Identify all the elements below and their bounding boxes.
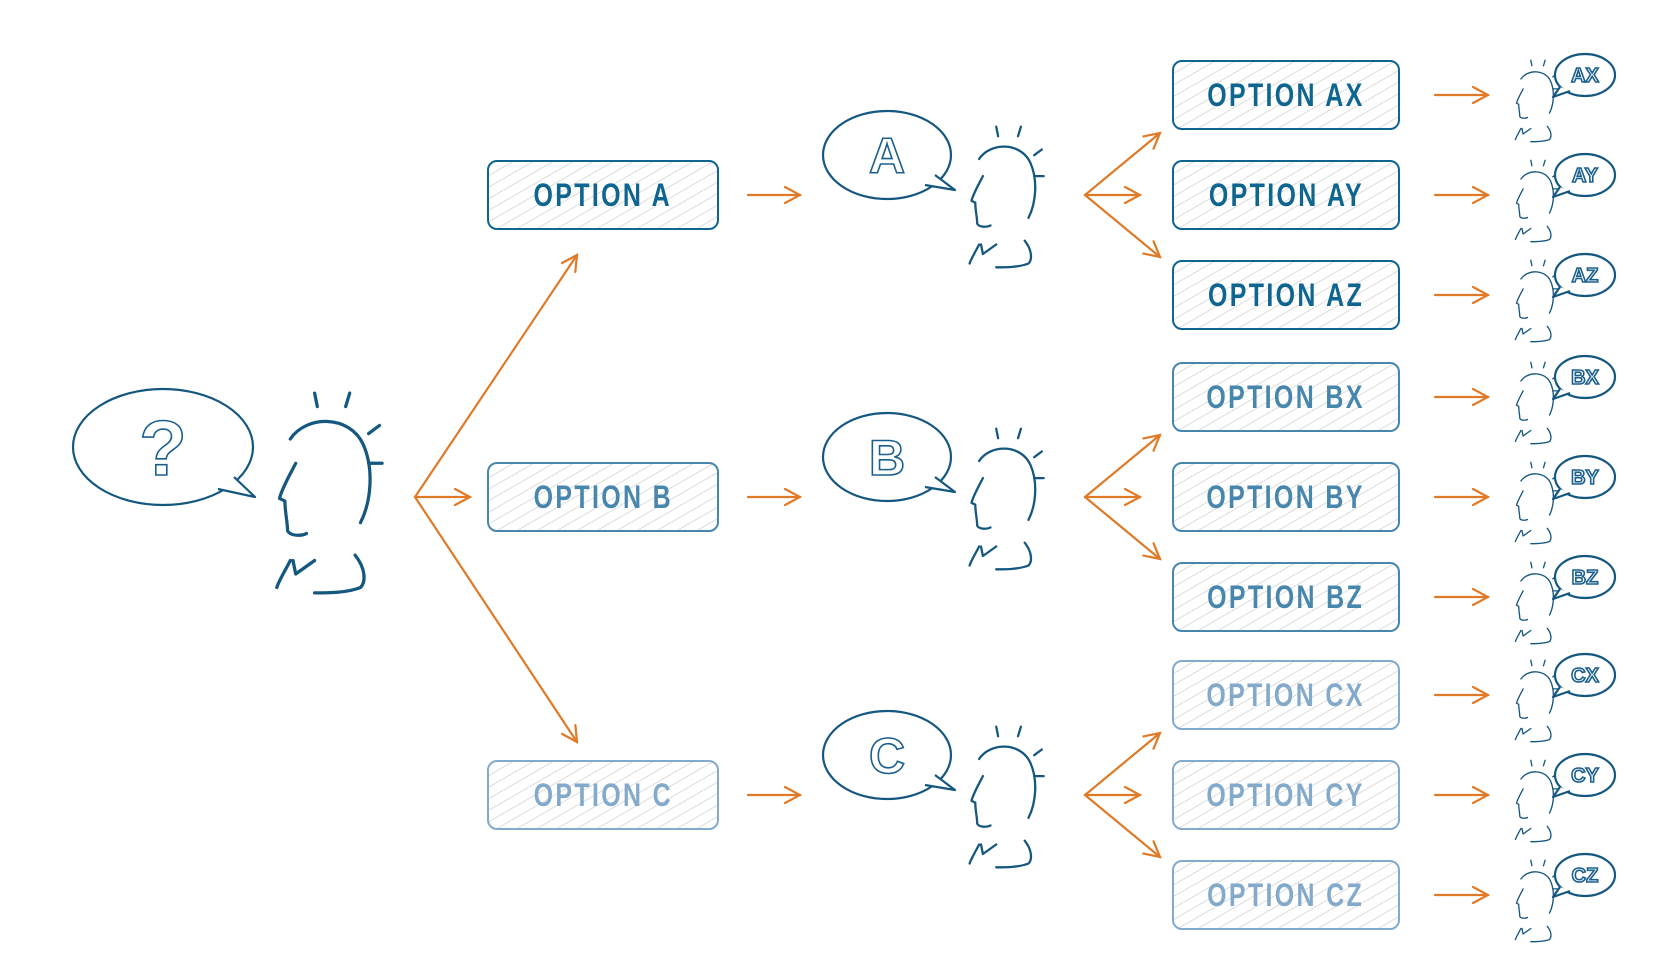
option-cy-box[interactable]: OPTION CY <box>1172 760 1400 830</box>
arrow-root-to-option-a <box>413 255 577 499</box>
option-label: OPTION AX <box>1207 76 1365 113</box>
option-by-box[interactable]: OPTION BY <box>1172 462 1400 532</box>
person-thinking-a-icon <box>968 125 1045 269</box>
person-thinking-cy-icon <box>1514 759 1559 843</box>
option-c-box[interactable]: OPTION C <box>487 760 719 830</box>
option-label: OPTION AY <box>1208 176 1364 213</box>
option-label: OPTION BZ <box>1207 578 1365 615</box>
option-label: OPTION AZ <box>1207 276 1365 313</box>
bubble-label: AZ <box>1572 265 1599 287</box>
person-thinking-by-icon <box>1514 461 1559 545</box>
speech-bubble-bx: BX <box>1551 354 1617 401</box>
speech-bubble-az: AZ <box>1551 252 1617 299</box>
bubble-label: BX <box>1571 367 1599 389</box>
root-person-thinking-icon <box>275 391 384 595</box>
bubble-label: ? <box>139 404 187 492</box>
option-label: OPTION CX <box>1206 676 1366 713</box>
option-cz-box[interactable]: OPTION CZ <box>1172 860 1400 930</box>
person-thinking-cz-icon <box>1514 859 1559 943</box>
bubble-label: CY <box>1571 765 1599 787</box>
bubble-label: AX <box>1571 65 1599 87</box>
person-thinking-cx-icon <box>1514 659 1559 743</box>
option-label: OPTION CY <box>1206 776 1366 813</box>
arrow-root-to-option-c <box>413 495 577 742</box>
person-thinking-bx-icon <box>1514 361 1559 445</box>
person-thinking-az-icon <box>1514 259 1559 343</box>
person-thinking-ay-icon <box>1514 159 1559 243</box>
speech-bubble-c: C <box>821 709 957 801</box>
bubble-label: C <box>869 728 905 784</box>
root-speech-bubble: ? <box>71 387 257 507</box>
arrow-c-to-cz <box>1083 793 1160 857</box>
speech-bubble-ay: AY <box>1551 152 1617 199</box>
speech-bubble-cy: CY <box>1551 752 1617 799</box>
arrow-a-to-ax <box>1083 133 1160 197</box>
option-label: OPTION A <box>533 176 673 213</box>
option-az-box[interactable]: OPTION AZ <box>1172 260 1400 330</box>
arrow-b-to-bz <box>1083 495 1160 559</box>
person-thinking-b-icon <box>968 427 1045 571</box>
bubble-label: CZ <box>1572 865 1599 887</box>
person-thinking-ax-icon <box>1514 59 1559 143</box>
option-label: OPTION BX <box>1206 378 1366 415</box>
bubble-label: BY <box>1571 467 1599 489</box>
speech-bubble-by: BY <box>1551 454 1617 501</box>
person-thinking-bz-icon <box>1514 561 1559 645</box>
speech-bubble-ax: AX <box>1551 52 1617 99</box>
option-label: OPTION C <box>533 776 673 813</box>
option-b-box[interactable]: OPTION B <box>487 462 719 532</box>
speech-bubble-b: B <box>821 411 957 503</box>
bubble-label: BZ <box>1572 567 1599 589</box>
option-cx-box[interactable]: OPTION CX <box>1172 660 1400 730</box>
option-bz-box[interactable]: OPTION BZ <box>1172 562 1400 632</box>
speech-bubble-a: A <box>821 109 957 201</box>
option-bx-box[interactable]: OPTION BX <box>1172 362 1400 432</box>
option-label: OPTION BY <box>1206 478 1366 515</box>
arrow-a-to-az <box>1083 193 1160 257</box>
speech-bubble-bz: BZ <box>1551 554 1617 601</box>
person-thinking-c-icon <box>968 725 1045 869</box>
option-a-box[interactable]: OPTION A <box>487 160 719 230</box>
bubble-label: A <box>869 128 905 184</box>
option-ay-box[interactable]: OPTION AY <box>1172 160 1400 230</box>
bubble-label: AY <box>1572 165 1599 187</box>
arrow-c-to-cx <box>1083 733 1160 797</box>
option-label: OPTION B <box>533 478 673 515</box>
arrow-b-to-bx <box>1083 435 1160 499</box>
speech-bubble-cx: CX <box>1551 652 1617 699</box>
option-label: OPTION CZ <box>1207 876 1365 913</box>
speech-bubble-cz: CZ <box>1551 852 1617 899</box>
option-ax-box[interactable]: OPTION AX <box>1172 60 1400 130</box>
bubble-label: CX <box>1571 665 1599 687</box>
bubble-label: B <box>869 430 905 486</box>
